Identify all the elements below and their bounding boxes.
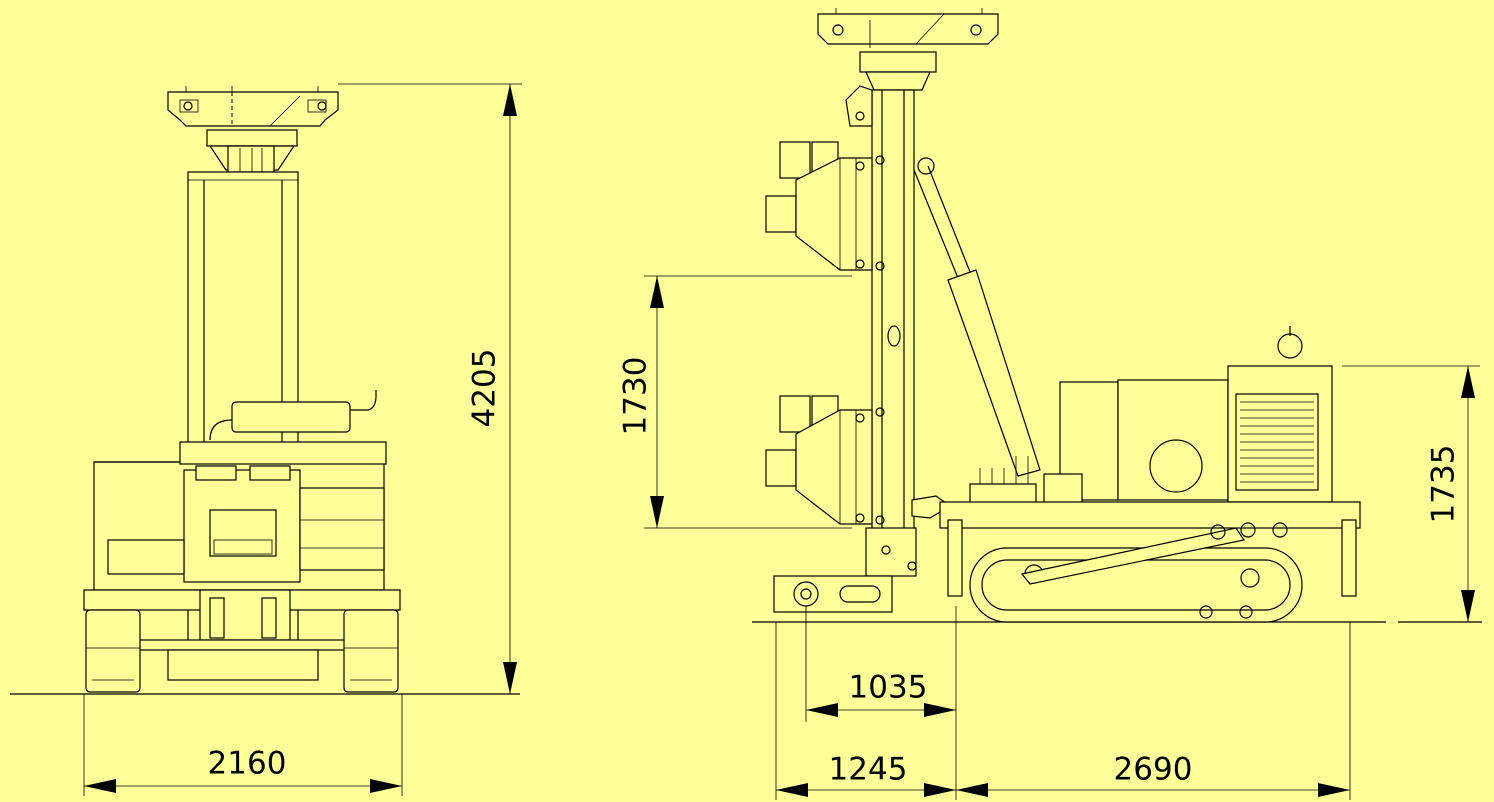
front-offset-label: 1035 — [848, 669, 928, 706]
side-view-machine — [752, 8, 1482, 623]
track-length-label: 2690 — [1113, 751, 1193, 788]
engine-height-label: 1735 — [1425, 444, 1462, 524]
front-view-machine — [10, 86, 520, 695]
radiator-grille — [1235, 393, 1319, 491]
track-width-label: 2160 — [207, 745, 287, 782]
mast-stroke-label: 1730 — [617, 356, 654, 436]
front-dimension-lines — [83, 83, 522, 796]
front-overhang-label: 1245 — [828, 751, 908, 788]
overall-height-label: 4205 — [466, 348, 503, 428]
side-dimension-lines — [644, 275, 1480, 800]
